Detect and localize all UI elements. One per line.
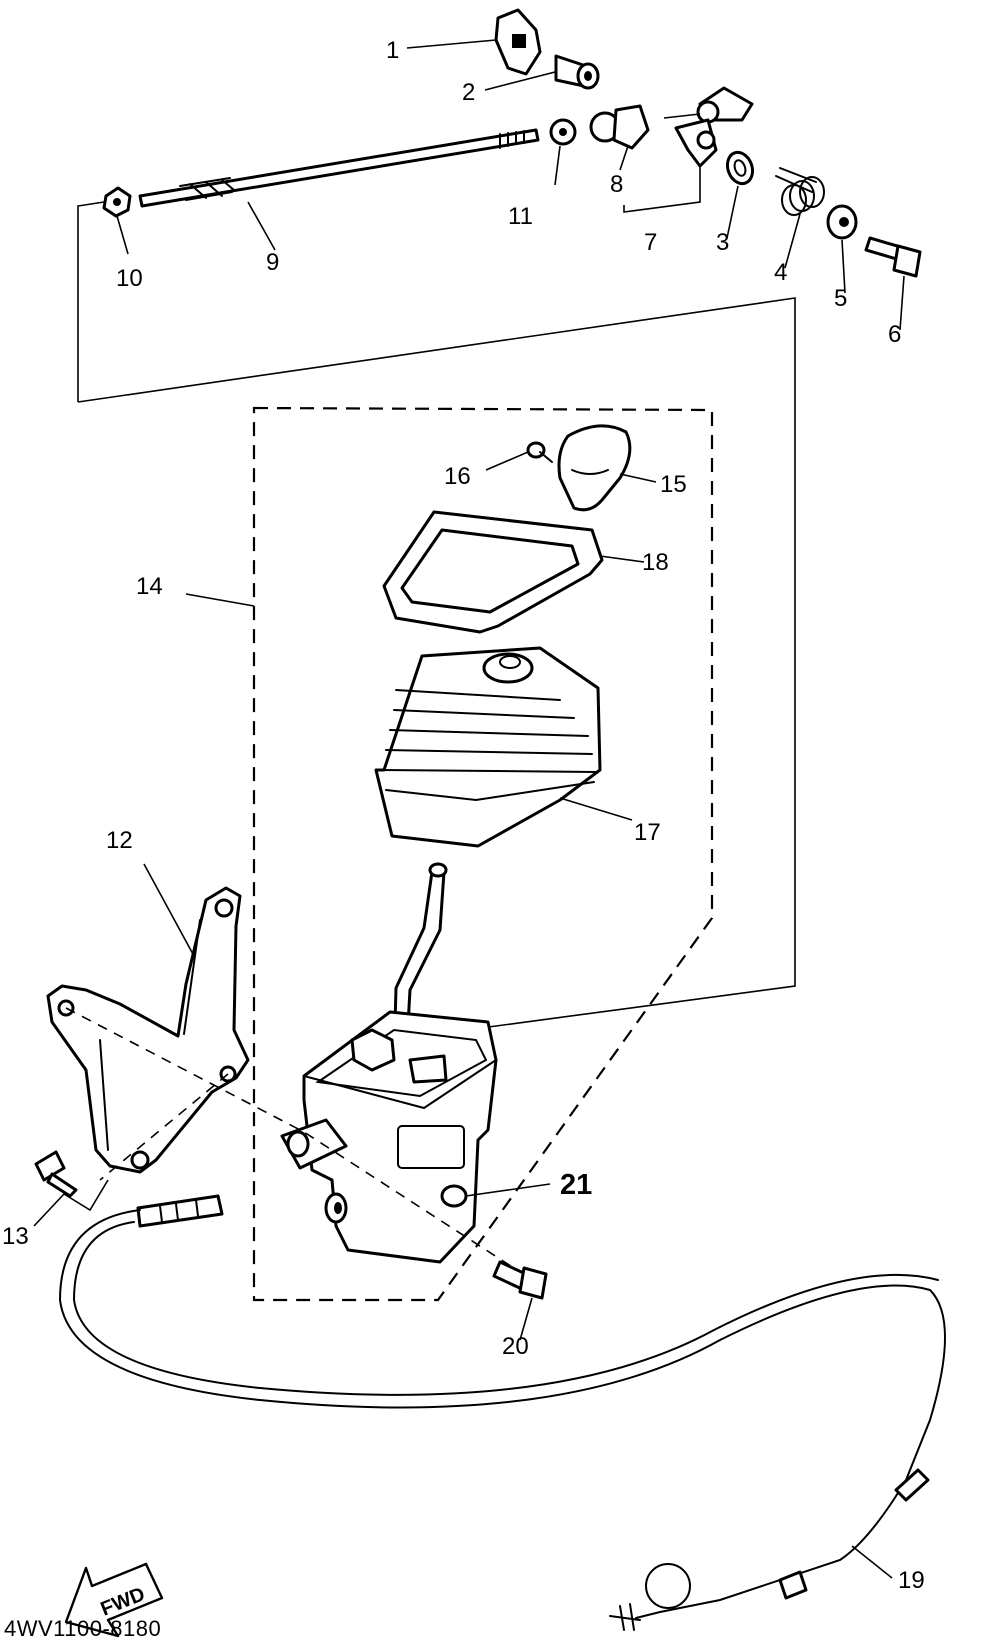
part-9-rod [138, 128, 540, 208]
leader-21 [465, 1183, 551, 1197]
callout-8: 8 [610, 171, 623, 198]
leader-12 [143, 863, 195, 957]
leader-13b [63, 1179, 109, 1212]
part-3-washer [725, 150, 755, 186]
callout-19: 19 [898, 1567, 925, 1594]
leader-5 [841, 239, 846, 294]
mounting-axis-2 [99, 1073, 229, 1181]
callout-20: 20 [502, 1333, 529, 1360]
leader-7a [663, 113, 701, 119]
callout-3: 3 [716, 229, 729, 256]
part-18-boot-frame [382, 510, 604, 634]
part-17-rubber-boot [374, 646, 602, 848]
callout-18: 18 [642, 549, 669, 576]
part-2-collar [554, 54, 600, 90]
part-12-bracket [46, 886, 250, 1174]
reference-code: 4WV1100-8180 [4, 1616, 161, 1641]
callout-1: 1 [386, 37, 399, 64]
callout-2: 2 [462, 79, 475, 106]
mounting-axis [65, 1007, 521, 1273]
assembly-outline [77, 201, 796, 1031]
part-13-bolt [34, 1150, 78, 1198]
assembly-14-dashed-box [252, 406, 714, 1302]
leader-3 [726, 185, 739, 239]
part-16-screw [526, 441, 553, 463]
callout-16: 16 [444, 463, 471, 490]
leader-11 [554, 145, 561, 186]
leader-14 [185, 593, 255, 607]
leader-20 [519, 1297, 533, 1341]
part-5-washer [826, 204, 858, 240]
part-11-nut [549, 118, 577, 146]
part-15-knob [557, 424, 632, 512]
callout-4: 4 [774, 259, 787, 286]
callout-15: 15 [660, 471, 687, 498]
leader-16 [485, 451, 529, 471]
callout-11: 11 [508, 203, 533, 230]
part-1-lever [494, 8, 542, 76]
part-6-bolt [864, 236, 922, 278]
leader-15 [619, 473, 657, 483]
callout-14: 14 [136, 573, 163, 600]
leader-9 [247, 201, 276, 251]
part-20-bolt [492, 1260, 548, 1300]
leader-18 [599, 555, 645, 563]
fwd-direction-arrow: FWD [64, 1562, 164, 1638]
bracket-7 [623, 166, 701, 213]
leader-6 [899, 275, 905, 331]
callout-13: 13 [2, 1223, 29, 1250]
leader-4 [784, 213, 801, 269]
leader-10 [116, 215, 129, 255]
callout-9: 9 [266, 249, 279, 276]
leader-8 [619, 145, 629, 171]
part-7-joint [674, 86, 754, 168]
leader-19 [851, 1545, 893, 1579]
callout-21: 21 [560, 1169, 592, 1201]
callout-10: 10 [116, 265, 143, 292]
callout-17: 17 [634, 819, 661, 846]
part-10-nut [102, 186, 132, 218]
leader-13 [33, 1193, 65, 1227]
part-8-ball-joint [589, 104, 650, 150]
callout-12: 12 [106, 827, 133, 854]
leader-2 [484, 71, 556, 91]
callout-7: 7 [644, 229, 657, 256]
callout-6: 6 [888, 321, 901, 348]
shifter-base-housing [280, 1010, 498, 1264]
leader-17 [559, 797, 633, 821]
leader-1 [406, 39, 497, 49]
part-4-spring [775, 167, 825, 216]
callout-5: 5 [834, 285, 847, 312]
